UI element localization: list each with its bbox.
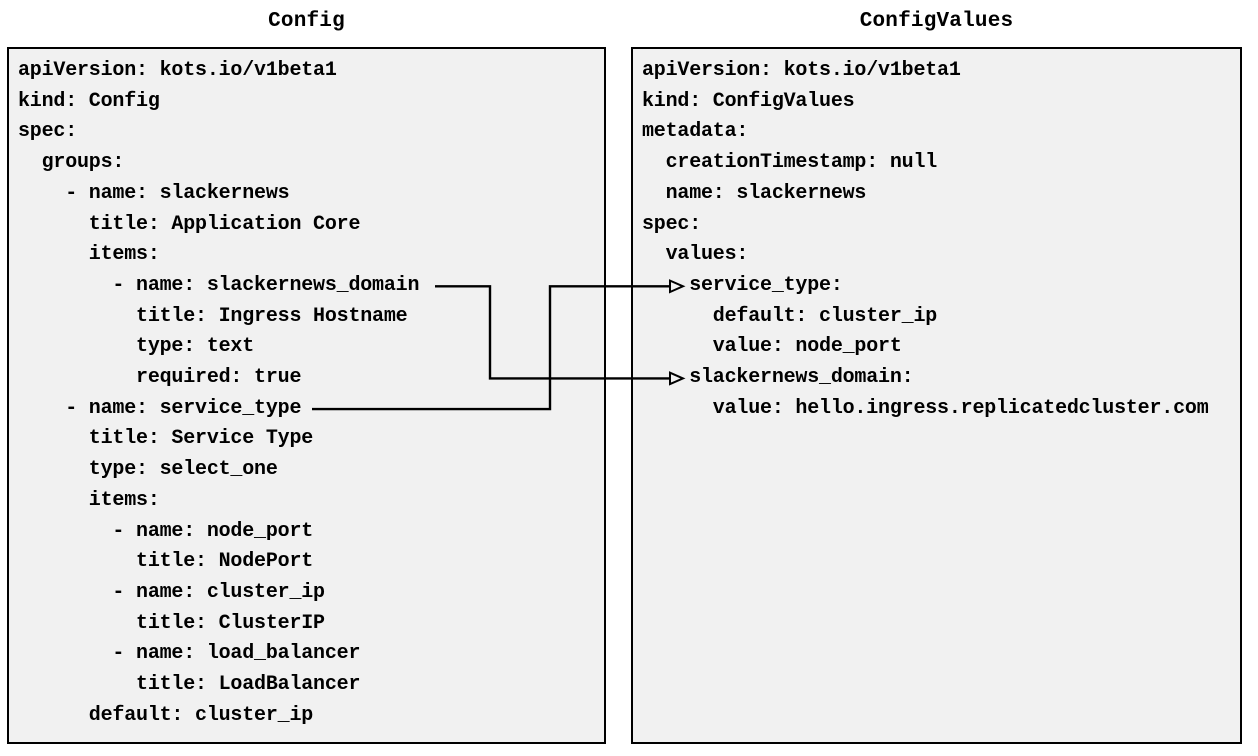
config-yaml-code: apiVersion: kots.io/v1beta1 kind: Config… — [18, 59, 420, 727]
config-panel-title: Config — [268, 10, 345, 33]
configvalues-panel: apiVersion: kots.io/v1beta1 kind: Config… — [631, 47, 1242, 744]
configvalues-panel-title: ConfigValues — [859, 10, 1014, 33]
config-panel: apiVersion: kots.io/v1beta1 kind: Config… — [7, 47, 606, 744]
configvalues-yaml-code: apiVersion: kots.io/v1beta1 kind: Config… — [642, 59, 1209, 420]
